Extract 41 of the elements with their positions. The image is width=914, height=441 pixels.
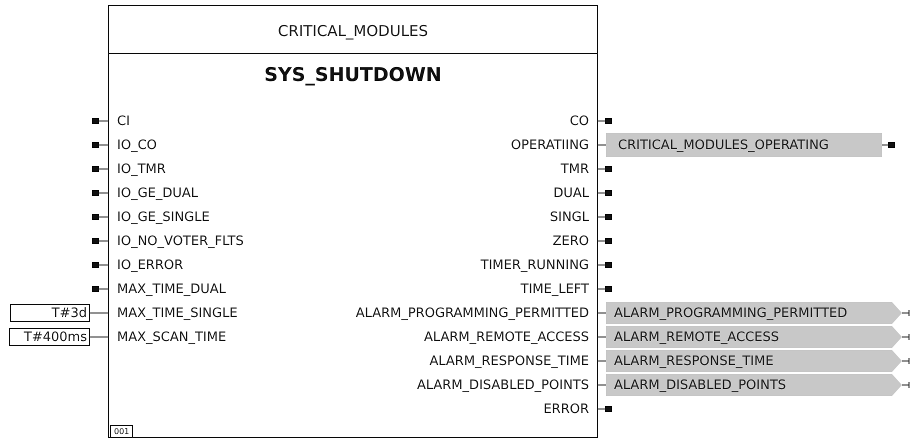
pin-label: IO_GE_DUAL: [117, 186, 198, 202]
pin-label: IO_CO: [117, 138, 157, 154]
constant-box: T#400ms: [9, 328, 90, 346]
pin-label: MAX_SCAN_TIME: [117, 330, 226, 346]
connector-line: [598, 360, 606, 362]
variable-tag: ALARM_DISABLED_POINTS: [606, 374, 902, 396]
pin-label: IO_TMR: [117, 162, 166, 178]
pin-label: TIME_LEFT: [520, 282, 589, 298]
pin-label: ALARM_PROGRAMMING_PERMITTED: [356, 306, 589, 322]
connector-line: [90, 312, 108, 314]
connector-line: [598, 384, 606, 386]
variable-tag: ALARM_REMOTE_ACCESS: [606, 326, 902, 348]
pin-label: MAX_TIME_DUAL: [117, 282, 226, 298]
pin-label: IO_GE_SINGLE: [117, 210, 210, 226]
pin-label: ERROR: [543, 402, 589, 418]
pin-label: ALARM_REMOTE_ACCESS: [424, 330, 589, 346]
variable-tag: ALARM_RESPONSE_TIME: [606, 350, 902, 372]
block-instance-name: CRITICAL_MODULES: [276, 22, 430, 40]
pin-label: IO_NO_VOTER_FLTS: [117, 234, 244, 250]
pin-label: SINGL: [550, 210, 589, 226]
pin-label: ALARM_DISABLED_POINTS: [416, 378, 589, 394]
pin-label: MAX_TIME_SINGLE: [117, 306, 238, 322]
pin-label: ZERO: [552, 234, 589, 250]
connector-line: [598, 144, 606, 146]
connector-line: [598, 312, 606, 314]
pin-label: CI: [117, 114, 130, 130]
function-block: [108, 5, 598, 438]
pin-label: ALARM_RESPONSE_TIME: [429, 354, 589, 370]
variable-tag: ALARM_PROGRAMMING_PERMITTED: [606, 302, 902, 324]
block-number: 001: [110, 425, 134, 437]
pin-label: IO_ERROR: [117, 258, 184, 274]
block-type-name: SYS_SHUTDOWN: [263, 64, 443, 86]
pin-label: TMR: [560, 162, 589, 178]
pin-label: TIMER_RUNNING: [480, 258, 589, 274]
pin-label: DUAL: [553, 186, 589, 202]
connector-line: [598, 336, 606, 338]
variable-tag: CRITICAL_MODULES_OPERATING: [606, 133, 882, 157]
constant-box: T#3d: [10, 304, 90, 322]
pin-label: CO: [570, 114, 589, 130]
connector-line: [90, 336, 108, 338]
pin-label: OPERATIING: [510, 138, 589, 154]
